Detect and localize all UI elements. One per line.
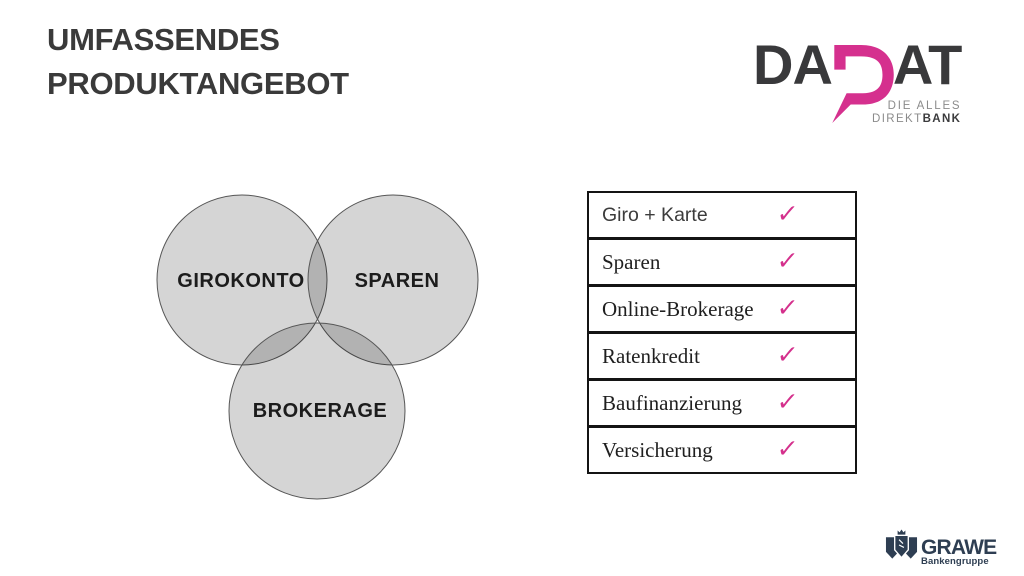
product-label: Giro + Karte bbox=[602, 204, 708, 226]
page-title-line-2: PRODUKTANGEBOT bbox=[47, 66, 349, 101]
page-title: UMFASSENDES PRODUKTANGEBOT bbox=[47, 18, 349, 106]
dadat-logo-text-right: AT bbox=[892, 33, 962, 96]
product-label: Sparen bbox=[602, 250, 661, 274]
grawe-logo-text: GRAWE Bankengruppe bbox=[921, 536, 997, 567]
check-icon: ✓ bbox=[775, 434, 800, 463]
grawe-logo: GRAWE Bankengruppe bbox=[885, 528, 997, 567]
table-row: Sparen ✓ bbox=[587, 238, 857, 286]
check-icon: ✓ bbox=[775, 293, 800, 322]
venn-label-girokonto: GIROKONTO bbox=[177, 270, 304, 292]
venn-circle-sparen bbox=[307, 194, 479, 366]
dadat-tagline-line2: DIREKTBANK bbox=[871, 113, 962, 125]
table-row: Ratenkredit ✓ bbox=[587, 332, 857, 380]
product-label: Baufinanzierung bbox=[602, 391, 742, 415]
grawe-name: GRAWE bbox=[921, 536, 997, 559]
dadat-tagline-line1: DIE ALLES bbox=[887, 100, 962, 112]
venn-label-sparen: SPAREN bbox=[355, 270, 440, 292]
check-icon: ✓ bbox=[775, 246, 800, 275]
dadat-logo-text-left: DA bbox=[753, 33, 833, 96]
grawe-subtitle: Bankengruppe bbox=[921, 556, 989, 567]
table-row: Giro + Karte ✓ bbox=[587, 191, 857, 239]
table-row: Versicherung ✓ bbox=[587, 426, 857, 474]
page-title-line-1: UMFASSENDES bbox=[47, 22, 280, 57]
dadat-wordmark: DA AT bbox=[753, 33, 962, 123]
product-label: Ratenkredit bbox=[602, 344, 700, 368]
speech-bubble-d-icon bbox=[832, 45, 894, 123]
dadat-logo: DA AT DIE ALLES DIREKTBANK bbox=[753, 33, 962, 126]
venn-diagram: GIROKONTO SPAREN BROKERAGE bbox=[156, 194, 479, 500]
products-table: Giro + Karte ✓ Sparen ✓ Online-Brokerage… bbox=[587, 191, 857, 474]
table-row: Baufinanzierung ✓ bbox=[587, 379, 857, 427]
dadat-tagline: DIE ALLES DIREKTBANK bbox=[753, 100, 961, 125]
table-row: Online-Brokerage ✓ bbox=[587, 285, 857, 333]
venn-circle-brokerage bbox=[228, 322, 406, 500]
check-icon: ✓ bbox=[775, 199, 800, 228]
grawe-crest-shield-crown-icon bbox=[885, 529, 918, 559]
check-icon: ✓ bbox=[775, 340, 800, 369]
product-label: Versicherung bbox=[602, 438, 713, 462]
venn-label-brokerage: BROKERAGE bbox=[253, 400, 388, 422]
check-icon: ✓ bbox=[775, 387, 800, 416]
product-label: Online-Brokerage bbox=[602, 297, 754, 321]
